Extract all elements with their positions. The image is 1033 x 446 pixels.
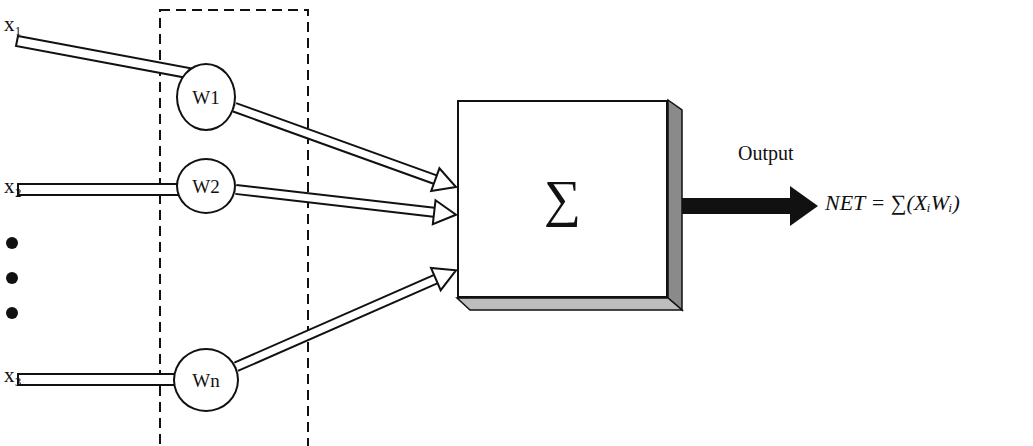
weight-label: W2	[192, 177, 219, 196]
weight-ellipse: W1	[176, 63, 236, 131]
hollow-arrow	[236, 268, 456, 367]
input-label: x₁	[4, 14, 22, 35]
weight-ellipse: W2	[176, 158, 236, 214]
weight-label: W1	[192, 88, 219, 107]
ellipsis-dot	[6, 237, 18, 319]
input-label: x₃	[4, 365, 22, 386]
weight-label: Wn	[192, 371, 219, 390]
output-label: Output	[738, 143, 794, 163]
hollow-arrow	[236, 189, 456, 224]
input-label: x₂	[4, 176, 22, 197]
sigma-symbol: ∑	[544, 173, 581, 225]
summation-box: ∑	[457, 100, 668, 298]
hollow-arrow	[235, 107, 456, 191]
net-formula: NET = ∑(XᵢWᵢ)	[825, 192, 960, 214]
input-bar	[16, 36, 200, 385]
weight-ellipse: Wn	[173, 348, 239, 412]
output-arrow	[682, 186, 818, 226]
dashed-group-box	[160, 10, 308, 446]
box-shading	[457, 100, 682, 310]
